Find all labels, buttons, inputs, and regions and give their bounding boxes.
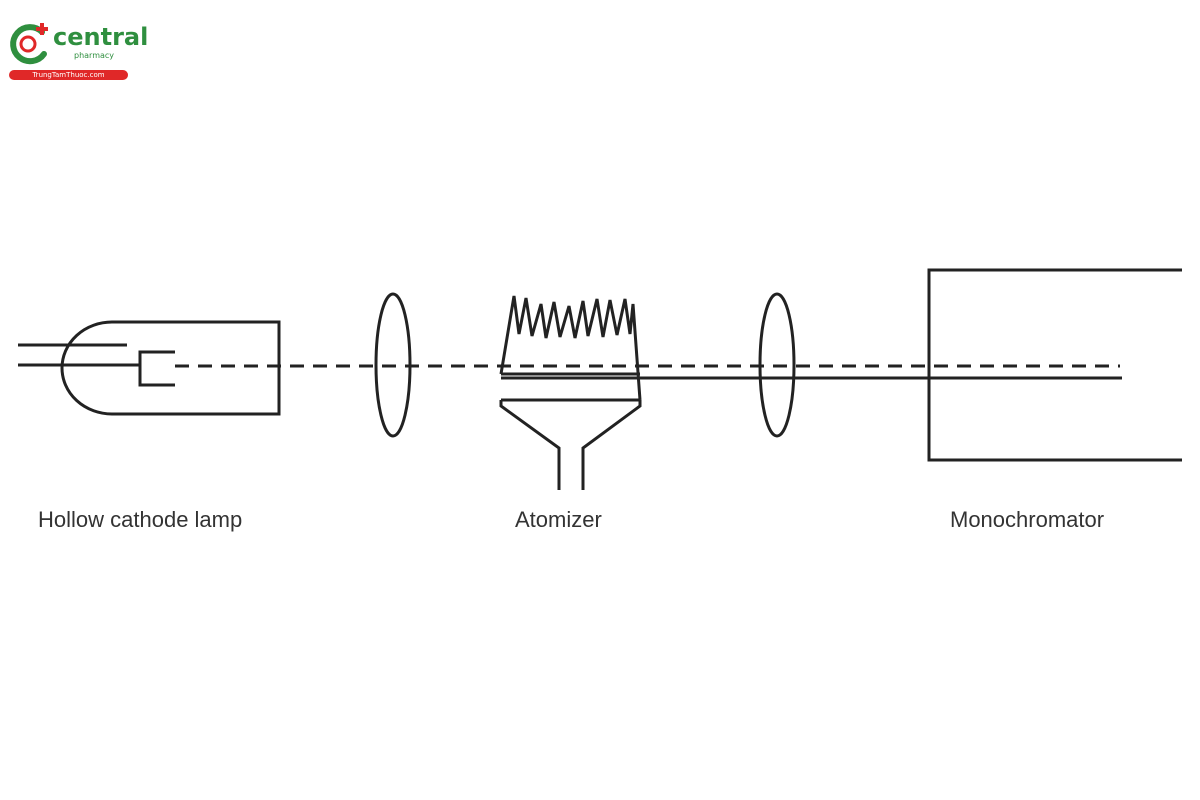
- label-monochromator: Monochromator: [950, 507, 1105, 532]
- logo-ribbon: TrungTamThuoc.com: [9, 70, 128, 80]
- label-atomizer: Atomizer: [515, 507, 602, 532]
- logo: central pharmacy TrungTamThuoc.com: [6, 20, 148, 82]
- lamp-cathode: [138, 350, 175, 387]
- atomizer-flame: [499, 295, 642, 401]
- monochromator-box: [927, 268, 1182, 462]
- logo-sub-text: pharmacy: [74, 51, 115, 60]
- label-hollow-cathode-lamp: Hollow cathode lamp: [38, 507, 243, 532]
- lamp-envelope: [60, 320, 281, 416]
- atomizer-burner-body: [499, 400, 642, 490]
- logo-brand-text: central: [53, 23, 149, 51]
- logo-mark-icon: [10, 23, 48, 65]
